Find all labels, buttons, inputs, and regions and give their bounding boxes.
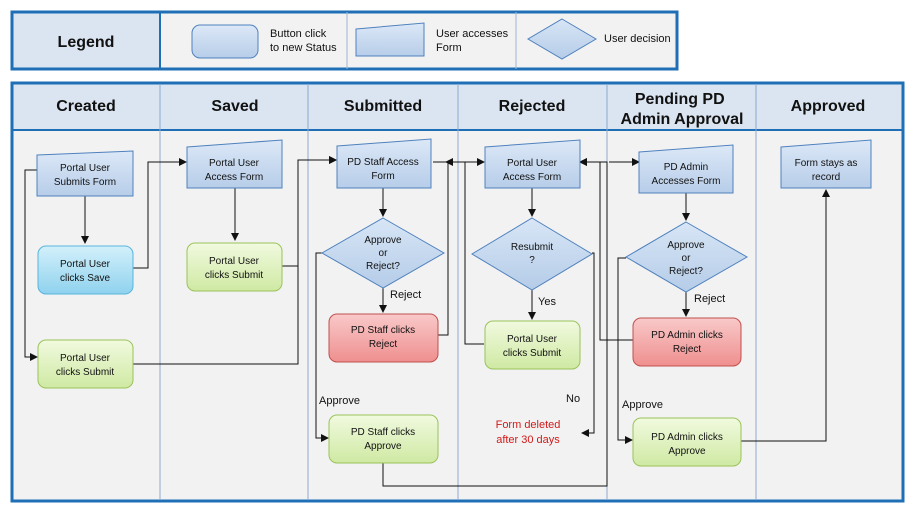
legend-form-text: User accesses Form [436, 28, 511, 54]
lane-title-saved: Saved [211, 98, 258, 115]
edge-label-admin-reject: Reject [694, 293, 725, 305]
connectors [24, 156, 830, 487]
legend-button-shape [191, 24, 259, 59]
svg-text:Resubmit?: Resubmit? [511, 242, 553, 266]
edge-label-staff-reject: Reject [390, 289, 421, 301]
edge-label-staff-approve: Approve [319, 395, 360, 407]
legend-form-shape [355, 22, 425, 57]
node-resubmit-decision: Resubmit? [471, 217, 593, 291]
edge-label-resubmit-yes: Yes [538, 296, 556, 308]
legend-decision-shape [527, 18, 597, 60]
lane-title-submitted: Submitted [344, 98, 422, 115]
lane-title-approved: Approved [791, 98, 866, 115]
legend: Legend Button click to new Status User a… [10, 10, 679, 71]
lane-title-created: Created [56, 98, 116, 115]
lane-title-pending: Pending PD Admin Approval [621, 91, 744, 128]
edge-label-resubmit-no: No [566, 393, 580, 405]
legend-decision-text: User decision [604, 33, 671, 45]
swimlanes: Created Saved Submitted Rejected Pending… [10, 81, 905, 503]
edge-label-admin-approve: Approve [622, 399, 663, 411]
lane-title-rejected: Rejected [499, 98, 566, 115]
legend-title: Legend [58, 34, 115, 51]
legend-button-text: Button click to new Status [270, 28, 337, 54]
